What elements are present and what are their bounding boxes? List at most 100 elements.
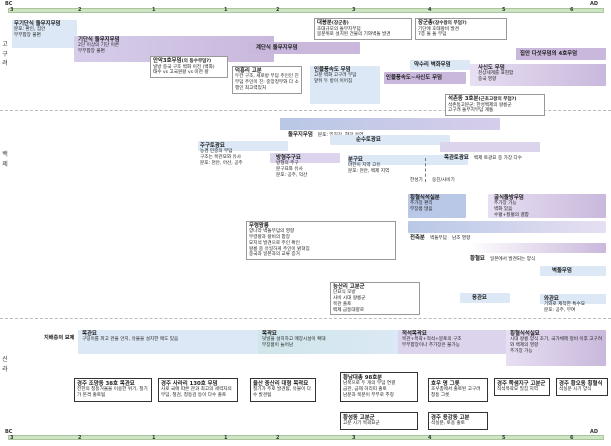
baekje-jeondok-bar bbox=[408, 221, 606, 233]
timeline-tick: 5 bbox=[502, 435, 506, 441]
silla-hwangseong: 황성동 고분군 고분 시기 목곽묘군 bbox=[340, 412, 418, 431]
baekje-banggwan-item: 방형의 주구 bbox=[276, 161, 299, 167]
baekje-jeondok-title: 전축분 bbox=[410, 235, 425, 241]
baekje-muryeong: 무령왕릉 양나라 벽돌무덤의 영향 무령왕과 왕비의 합장 묘지석 발견으로 주… bbox=[246, 221, 396, 261]
goguryeo-sasindo: 사신도 무덤 천상세계를 표현함 중국 영향 bbox=[478, 65, 513, 83]
goguryeo-giqi-item: 2단 이상의 기단 이른 bbox=[78, 43, 120, 49]
baekje-obaek-item: 기와로 제작한 특수묘 bbox=[544, 302, 585, 308]
timeline-tick: 5 bbox=[502, 7, 506, 13]
timeline-top: BC AD 3 2 1 1 2 3 4 5 6 bbox=[0, 0, 611, 14]
silla-mokgwak-title: 목곽묘 bbox=[262, 331, 277, 337]
goguryeo-mural-history: 인물풍속도~사신도 무덤 bbox=[386, 75, 442, 81]
baekje-hwanghol-item: 일본에서 발견되는 양식 bbox=[489, 257, 536, 262]
goguryeo-sokgae: 석촌동 3호분(근초고왕의 무덤?) 석촌동고분군: 한성백제의 왕릉군 고구려… bbox=[445, 94, 545, 117]
band-divider bbox=[0, 318, 611, 319]
baekje-muryeong-item: 무령왕과 왕비의 합장 bbox=[249, 235, 290, 241]
baekje-hwanghol-bar bbox=[468, 243, 606, 253]
silla-gulsik-item: 시대 왕릉 양식 초기, 국가체제 정비 이후 고구려와 백제의 영향 bbox=[510, 337, 602, 349]
silla-hwangseong-item: 고분 시기 목곽묘군 bbox=[343, 421, 380, 427]
silla-gyeongju38-title: 경주 조양동 38호 목관묘 bbox=[77, 381, 135, 387]
goguryeo-deokheung-title: 덕흥리 고분 bbox=[235, 68, 262, 74]
timeline-tick: 2 bbox=[78, 7, 82, 13]
baekje-bungu: 분구묘 마한이 지역 고유 분포: 천안, 백제 지역 bbox=[348, 157, 389, 175]
baekje-mokgwan-bar bbox=[440, 142, 540, 152]
baekje-byeokdol-bar bbox=[540, 266, 606, 276]
baekje-hoengheol-bar bbox=[408, 194, 466, 218]
baekje-hoengheol-title: 횡혈식석실분 bbox=[410, 195, 440, 201]
timeline-tick: 1 bbox=[224, 7, 228, 13]
baekje-byeokdol: 벽돌무덤 bbox=[552, 268, 572, 274]
silla-gyeongju-jeongcheon-item: 적석목곽묘 밀집 지역 bbox=[497, 387, 538, 393]
timeline-tick: 3 bbox=[10, 435, 14, 441]
goguryeo-daebong-title: 대봉분(장군총) bbox=[317, 20, 349, 26]
goguryeo-sasindo-item: 천상세계를 표현함 bbox=[478, 71, 514, 77]
goguryeo-yaksu: 약수리 벽화무덤 bbox=[414, 62, 451, 68]
silla-gulsik-title: 횡혈식석실묘 bbox=[510, 331, 540, 337]
baekje-jeondok: 전축분 벽돌무덤 남조 영향 bbox=[410, 224, 470, 243]
baekje-banggwan-item: 분포: 공주, 익산 bbox=[276, 172, 308, 178]
silla-mokgwak-item: 부장품이 늘어남 bbox=[262, 343, 294, 349]
silla-gulsik-item: 추가장 가능 bbox=[510, 348, 533, 354]
silla-gyeongju130: 경주 사라리 130호 무덤 사로 국에 따른 관과 최고의 세력자의 무덤, … bbox=[158, 378, 238, 402]
band-divider bbox=[0, 110, 611, 111]
goguryeo-janggun: 장군총(장수왕의 무덤?) 기단에 호태왕비 발견 7층 돌 돌 무덤 bbox=[415, 18, 507, 41]
silla-ja-bogyeong-title: 경주 용강동 고분 bbox=[431, 415, 470, 421]
silla-hwangnam98-item: 남분과 북분이 부부로 추정 bbox=[343, 392, 394, 398]
baekje-gulsik-bar bbox=[488, 194, 606, 218]
silla-ja-bogyeong-item: 석실분, 토용 출토 bbox=[431, 421, 465, 427]
timeline-tick: 1 bbox=[224, 435, 228, 441]
timeline-tick: 1 bbox=[152, 435, 156, 441]
timeline-tick: 6 bbox=[570, 435, 574, 441]
silla-gyeongju130-title: 경주 사라리 130호 무덤 bbox=[161, 381, 218, 387]
goguryeo-mural-bar bbox=[310, 66, 380, 104]
baekje-gulsik-title: 굴식돌방무덤 bbox=[494, 195, 524, 201]
goguryeo-sasindo-title: 사신도 무덤 bbox=[478, 65, 505, 71]
baekje-banggwan-bar bbox=[270, 153, 340, 163]
baekje-obaek-bar bbox=[540, 294, 606, 304]
baekje-hoengheol-item: 추가장 편리 bbox=[410, 201, 433, 207]
goguryeo-anak-mural-item: 고분 벽화 고구려 무덤 bbox=[314, 73, 357, 79]
goguryeo-anak3: 안악3호무덤(의 동수무덤?) 널방 중국 구조 벽화 이전 (벽화) 태수 v… bbox=[150, 56, 228, 79]
goguryeo-daebong: 대봉분(장군총) 초대규모의 돌무지무덤 봉분위로 설치된 건물의 기와벽돌 발… bbox=[314, 18, 412, 41]
goguryeo-muqi-title: 무기단식 돌무지무덤 bbox=[14, 21, 61, 27]
goguryeo-jipan-bar bbox=[516, 48, 606, 60]
silla-mokgwan: 목관묘 구덩이를 파고 관을 안치, 유물을 설치한 매도 있음 bbox=[82, 331, 178, 343]
baekje-jongsan-item: 목관 출토 bbox=[333, 301, 352, 307]
timeline-start-label: BC bbox=[5, 429, 13, 435]
timeline-tick: 3 bbox=[352, 435, 356, 441]
timeline-end-label: AD bbox=[590, 429, 599, 435]
goguryeo-anak3-item: 널방 중국 구조 벽화 이전 (벽화) bbox=[153, 64, 215, 70]
timeline-tick: 2 bbox=[276, 435, 280, 441]
baekje-obaek: 와관묘 기와로 제작한 특수묘 분포: 공주, 부여 bbox=[544, 296, 585, 314]
baekje-jugu: 주구토광묘 농경 민중의 무덤 구조는 목관묘와 유사 분포: 천안, 아산, … bbox=[200, 143, 243, 167]
baekje-sunsu: 순수토광묘 bbox=[356, 137, 381, 143]
goguryeo-deokheung: 덕흥리 고분 두칸 구조, 세로방 무덤 주인인 진 무덤 주인이 진: 중앙정… bbox=[232, 66, 302, 94]
silla-jeoksuk-bar bbox=[398, 330, 518, 354]
baekje-gulsik-item: 추가장 가능 bbox=[494, 201, 517, 207]
silla-hwangnam98-item: 남북으로 두 개의 무덤 연결 bbox=[343, 381, 396, 387]
silla-jeoksuk: 적석목곽묘 목관+목곽+적석+봉토의 구조 부부합장이나 추가장은 불가능 bbox=[402, 331, 462, 349]
goguryeo-janggun-title: 장군총(장수왕의 무덤?) bbox=[418, 20, 467, 26]
silla-horu: 호우 명 그릇 호우총에서 출토된 고구려 청동 그릇 bbox=[428, 378, 488, 402]
baekje-banggwan-title: 방형주구묘 bbox=[276, 155, 301, 161]
silla-ulsan-item: 철기가 주로 발견됨, 유물이 다수 발견됨 bbox=[253, 387, 312, 399]
goguryeo-deokheung-item: 무덤 주인이 진: 중앙정부와 다 소행인 최고력있처 bbox=[235, 80, 299, 91]
baekje-hoengheol: 횡혈식석실분 추가장 편리 부장품 많음 bbox=[410, 195, 440, 213]
silla-gyeongju-jeongcheon: 경주 쪽샘지구 고분군 적석목곽묘 밀집 지역 bbox=[494, 378, 550, 397]
timeline-start-label: BC bbox=[5, 1, 13, 7]
silla-hwangnam98-title: 황남대총 98호분 bbox=[343, 375, 383, 381]
silla-horu-title: 호우 명 그릇 bbox=[431, 381, 460, 387]
baekje-marker-right: 웅진/사비기 bbox=[432, 178, 455, 183]
baekje-junggwan-bar bbox=[460, 293, 510, 303]
silla-mokgwan-item: 구덩이를 파고 관을 안치, 유물을 설치한 매도 있음 bbox=[82, 337, 179, 343]
goguryeo-janggun-item: 7층 돌 돌 무덤 bbox=[418, 32, 447, 38]
timeline-tick: 3 bbox=[352, 7, 356, 13]
baekje-obaek-title: 와관묘 bbox=[544, 296, 559, 302]
baekje-junggwan: 옹관묘 bbox=[472, 295, 487, 301]
goguryeo-giqi-item: 부부합장 불편 bbox=[78, 49, 105, 55]
baekje-jeondok-item: 벽돌무덤 bbox=[429, 236, 447, 241]
band-label-silla: 신라 bbox=[2, 356, 8, 373]
silla-hwangnam-tomb: 경주 황오동 횡혈식 석실분 시기 양식 bbox=[556, 378, 608, 397]
baekje-dolmuji-title: 돌무지무덤 bbox=[288, 132, 313, 138]
goguryeo-anak-mural: 인물풍속도 무덤 고분 벽화 고구려 무덤 앞뒤 두 방이 이어짐 bbox=[314, 67, 378, 85]
